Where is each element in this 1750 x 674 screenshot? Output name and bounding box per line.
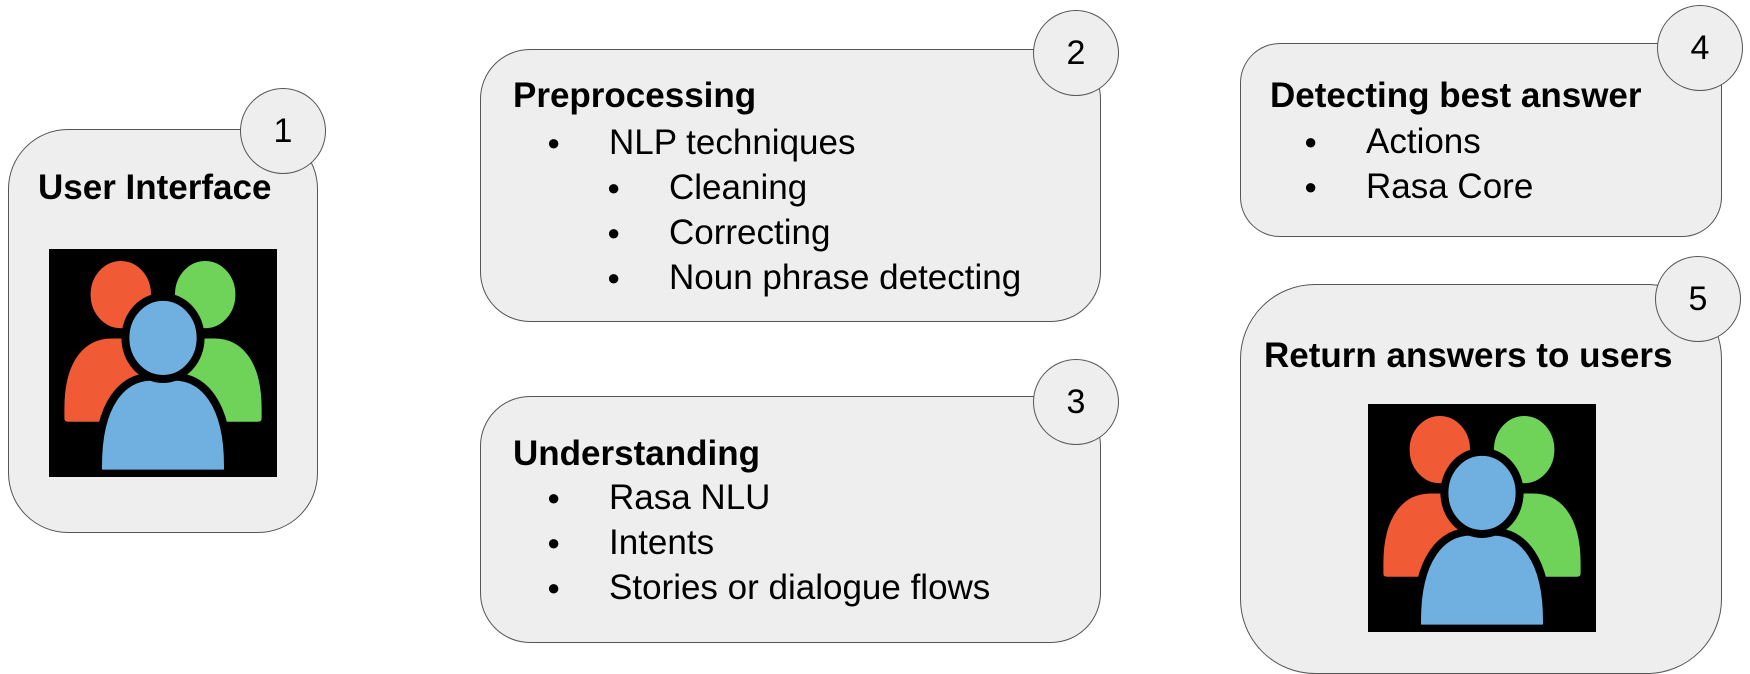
step-5-title: Return answers to users (1264, 336, 1673, 375)
step-4-item: Actions (1304, 119, 1533, 164)
step-2-list: NLP techniques (547, 120, 856, 165)
step-2-number: 2 (1066, 33, 1086, 72)
step-2-subitem: Correcting (607, 210, 1021, 255)
user-blue-head (1440, 447, 1524, 538)
step-4-item: Rasa Core (1304, 164, 1533, 209)
users-icon (1368, 404, 1596, 632)
step-5-number: 5 (1688, 279, 1708, 318)
user-blue-body (94, 372, 232, 477)
step-1-number: 1 (273, 111, 293, 150)
user-blue-body (1413, 527, 1551, 632)
step-2-subitem: Noun phrase detecting (607, 255, 1021, 300)
step-2-subitem: Cleaning (607, 165, 1021, 210)
step-3-number-badge: 3 (1033, 359, 1119, 445)
step-4-title: Detecting best answer (1270, 76, 1642, 115)
step-3-item: Rasa NLU (547, 475, 990, 520)
step-2-sublist: Cleaning Correcting Noun phrase detectin… (607, 165, 1021, 300)
step-5-number-badge: 5 (1655, 256, 1741, 342)
user-blue-head (121, 292, 205, 383)
step-4-number: 4 (1690, 28, 1710, 67)
step-4-list: Actions Rasa Core (1304, 119, 1533, 209)
step-3-item: Stories or dialogue flows (547, 565, 990, 610)
step-3-item: Intents (547, 520, 990, 565)
step-2-title: Preprocessing (513, 76, 757, 115)
step-3-title: Understanding (513, 434, 760, 473)
step-2-item: NLP techniques (547, 120, 856, 165)
users-icon (49, 249, 277, 477)
step-3-number: 3 (1066, 382, 1086, 421)
step-3-list: Rasa NLU Intents Stories or dialogue flo… (547, 475, 990, 610)
step-1-number-badge: 1 (240, 88, 326, 174)
step-4-number-badge: 4 (1657, 5, 1743, 91)
step-1-title: User Interface (38, 168, 272, 207)
users-icon-graphic (1375, 407, 1589, 632)
users-icon-graphic (56, 252, 270, 477)
step-2-number-badge: 2 (1033, 10, 1119, 96)
